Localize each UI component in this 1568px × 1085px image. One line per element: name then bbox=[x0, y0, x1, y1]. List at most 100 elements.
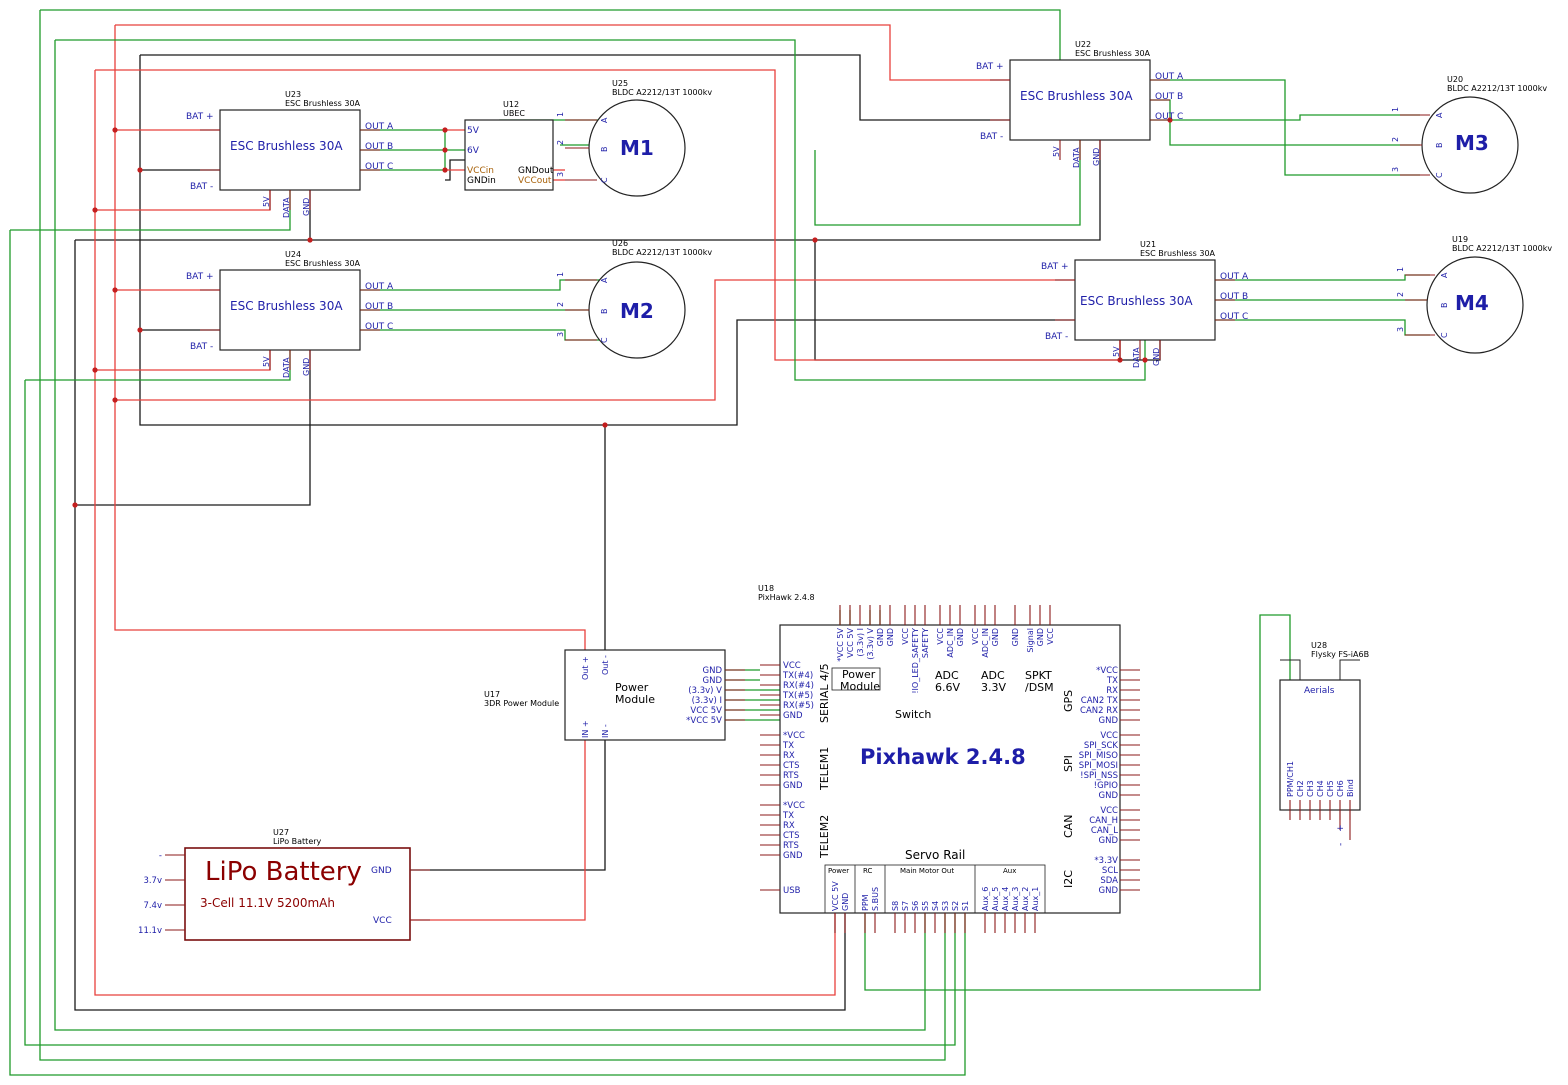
pixhawk-left-pin-label: RTS bbox=[783, 841, 799, 851]
ubec-vccin: VCCin bbox=[467, 166, 494, 176]
pixhawk-right-pin-label: GND bbox=[1099, 886, 1119, 896]
pixhawk-title: Pixhawk 2.4.8 bbox=[860, 745, 1026, 769]
pixhawk-left-pin-label: GND bbox=[783, 711, 803, 721]
pixhawk-top-pin-label: (3.3v) V bbox=[866, 627, 875, 659]
pixhawk-top-pin-label: VCC bbox=[901, 628, 910, 645]
battery-title: LiPo Battery bbox=[205, 857, 362, 887]
pixhawk-top-pin-label: GND bbox=[1036, 628, 1045, 646]
esc-u23-out-a: OUT A bbox=[365, 122, 394, 132]
receiver-aerials: Aerials bbox=[1304, 686, 1335, 696]
power-module-ref: U17 bbox=[484, 690, 500, 699]
pixhawk-bottom-pin-label: Aux_1 bbox=[1031, 887, 1040, 911]
esc-u21-value: ESC Brushless 30A bbox=[1140, 249, 1216, 258]
pixhawk-bottom-pin-label: S4 bbox=[931, 901, 940, 911]
esc-u22-gnd: GND bbox=[1092, 148, 1101, 166]
motor-u19-a: A bbox=[1440, 272, 1449, 278]
ubec-gndout: GNDout bbox=[518, 166, 554, 176]
motor-u26-c: C bbox=[600, 337, 609, 343]
motor-u26-ref: U26 bbox=[612, 239, 628, 248]
motor-u19-pin1: 1 bbox=[1396, 267, 1405, 272]
wire-junctions bbox=[72, 117, 1173, 508]
ubec-u12: U12 UBEC 5V 6V VCCin GNDin GNDout VCCout bbox=[464, 100, 554, 191]
receiver-pin-label: PPM/CH1 bbox=[1286, 761, 1295, 797]
esc-u22-bat-minus: BAT - bbox=[980, 132, 1003, 142]
pixhawk-group-i2c: I2C bbox=[1062, 870, 1075, 888]
esc-u24-label: ESC Brushless 30A bbox=[230, 299, 343, 313]
motor-u19-pin3: 3 bbox=[1396, 327, 1405, 332]
motor-u25-label: M1 bbox=[620, 136, 654, 160]
power-module-title2: Module bbox=[615, 693, 655, 706]
esc-u23-gnd: GND bbox=[302, 198, 311, 216]
power-module-out-minus: Out - bbox=[601, 655, 610, 675]
motor-u19-ref: U19 bbox=[1452, 235, 1468, 244]
ubec-5v: 5V bbox=[467, 126, 480, 136]
pixhawk-right-pin-label: CAN2 TX bbox=[1081, 696, 1118, 706]
pixhawk-group-telem2: TELEM2 bbox=[818, 815, 831, 859]
esc-u21-data: DATA bbox=[1132, 347, 1141, 368]
esc-u21-out-c: OUT C bbox=[1220, 312, 1248, 322]
motor-u25-value: BLDC A2212/13T 1000kv bbox=[612, 88, 712, 97]
motor-u26-pin1: 1 bbox=[556, 272, 565, 277]
pixhawk-group-power: Power bbox=[828, 867, 849, 875]
esc-u23-bat-minus: BAT - bbox=[190, 182, 213, 192]
esc-u22-out-c: OUT C bbox=[1155, 112, 1183, 122]
pixhawk-top-pin-label: (3.3v) I bbox=[856, 628, 865, 657]
esc-u23-5v: 5V bbox=[262, 196, 271, 207]
pixhawk-bottom-pin-label: S5 bbox=[921, 901, 930, 911]
pixhawk-left-pin-label: RTS bbox=[783, 771, 799, 781]
power-module-pin-label: VCC 5V bbox=[690, 706, 722, 716]
motor-u19-value: BLDC A2212/13T 1000kv bbox=[1452, 244, 1552, 253]
pixhawk-group-can: CAN bbox=[1062, 815, 1075, 838]
esc-u22-data: DATA bbox=[1072, 147, 1081, 168]
esc-u22-out-a: OUT A bbox=[1155, 72, 1184, 82]
ubec-ref: U12 bbox=[503, 100, 519, 109]
pixhawk-group-main-out: Main Motor Out bbox=[900, 867, 954, 875]
pixhawk-bottom-pin-label: PPM bbox=[861, 894, 870, 911]
pixhawk-top-pin-label: ADC_IN bbox=[946, 628, 955, 658]
pixhawk-left-pin-label: VCC bbox=[783, 661, 801, 671]
receiver-pin-label: CH6 bbox=[1336, 780, 1345, 797]
motor-u20-pin1: 1 bbox=[1391, 107, 1400, 112]
power-module-pin-label: GND bbox=[703, 676, 723, 686]
pixhawk-right-pin-label: SPI_MOSI bbox=[1079, 761, 1118, 771]
esc-u24-out-b: OUT B bbox=[365, 302, 393, 312]
esc-u24: U24 ESC Brushless 30A ESC Brushless 30A … bbox=[186, 250, 394, 378]
esc-u21-ref: U21 bbox=[1140, 240, 1156, 249]
esc-u23-out-c: OUT C bbox=[365, 162, 393, 172]
battery-spec: 3-Cell 11.1V 5200mAh bbox=[200, 896, 335, 910]
motor-u26-label: M2 bbox=[620, 299, 654, 323]
pixhawk-right-pin-label: SDA bbox=[1100, 876, 1118, 886]
pixhawk-bottom-pin-label: Aux_2 bbox=[1021, 887, 1030, 911]
motor-u25-a: A bbox=[600, 117, 609, 123]
power-module-pin-label: (3.3v) V bbox=[688, 686, 722, 696]
esc-u24-out-c: OUT C bbox=[365, 322, 393, 332]
esc-u24-out-a: OUT A bbox=[365, 282, 394, 292]
esc-u22-value: ESC Brushless 30A bbox=[1075, 49, 1151, 58]
receiver-value: Flysky FS-iA6B bbox=[1311, 650, 1369, 659]
pixhawk-ref: U18 bbox=[758, 584, 774, 593]
motor-u20-value: BLDC A2212/13T 1000kv bbox=[1447, 84, 1547, 93]
pixhawk-right-pin-label: GND bbox=[1099, 791, 1119, 801]
receiver-pin-label: CH2 bbox=[1296, 780, 1305, 797]
esc-u22-label: ESC Brushless 30A bbox=[1020, 89, 1133, 103]
esc-u24-bat-minus: BAT - bbox=[190, 342, 213, 352]
pixhawk-right-pin-label: !GPIO bbox=[1094, 781, 1119, 791]
motor-u20-a: A bbox=[1435, 112, 1444, 118]
pixhawk-group-gps: GPS bbox=[1062, 690, 1075, 712]
esc-u21-bat-plus: BAT + bbox=[1041, 262, 1069, 272]
pixhawk-right-pin-label: SPI_MISO bbox=[1079, 751, 1119, 761]
pixhawk-group-aux: Aux bbox=[1003, 867, 1016, 875]
ubec-gndin: GNDin bbox=[467, 176, 496, 186]
esc-u21-bat-minus: BAT - bbox=[1045, 332, 1068, 342]
motor-u20-label: M3 bbox=[1455, 131, 1489, 155]
battery-pin-label: 7.4v bbox=[143, 901, 162, 911]
pixhawk-group-telem1: TELEM1 bbox=[818, 747, 831, 791]
esc-u24-ref: U24 bbox=[285, 250, 301, 259]
pixhawk-top-pin-label: VCC 5V bbox=[846, 627, 855, 657]
pixhawk-bottom-pin-label: Aux_6 bbox=[981, 887, 990, 911]
battery-pin-label: 3.7v bbox=[143, 876, 162, 886]
pixhawk-right-pin-label: TX bbox=[1106, 676, 1118, 686]
esc-u23-label: ESC Brushless 30A bbox=[230, 139, 343, 153]
pixhawk-bottom-pin-label: Aux_3 bbox=[1011, 887, 1020, 911]
